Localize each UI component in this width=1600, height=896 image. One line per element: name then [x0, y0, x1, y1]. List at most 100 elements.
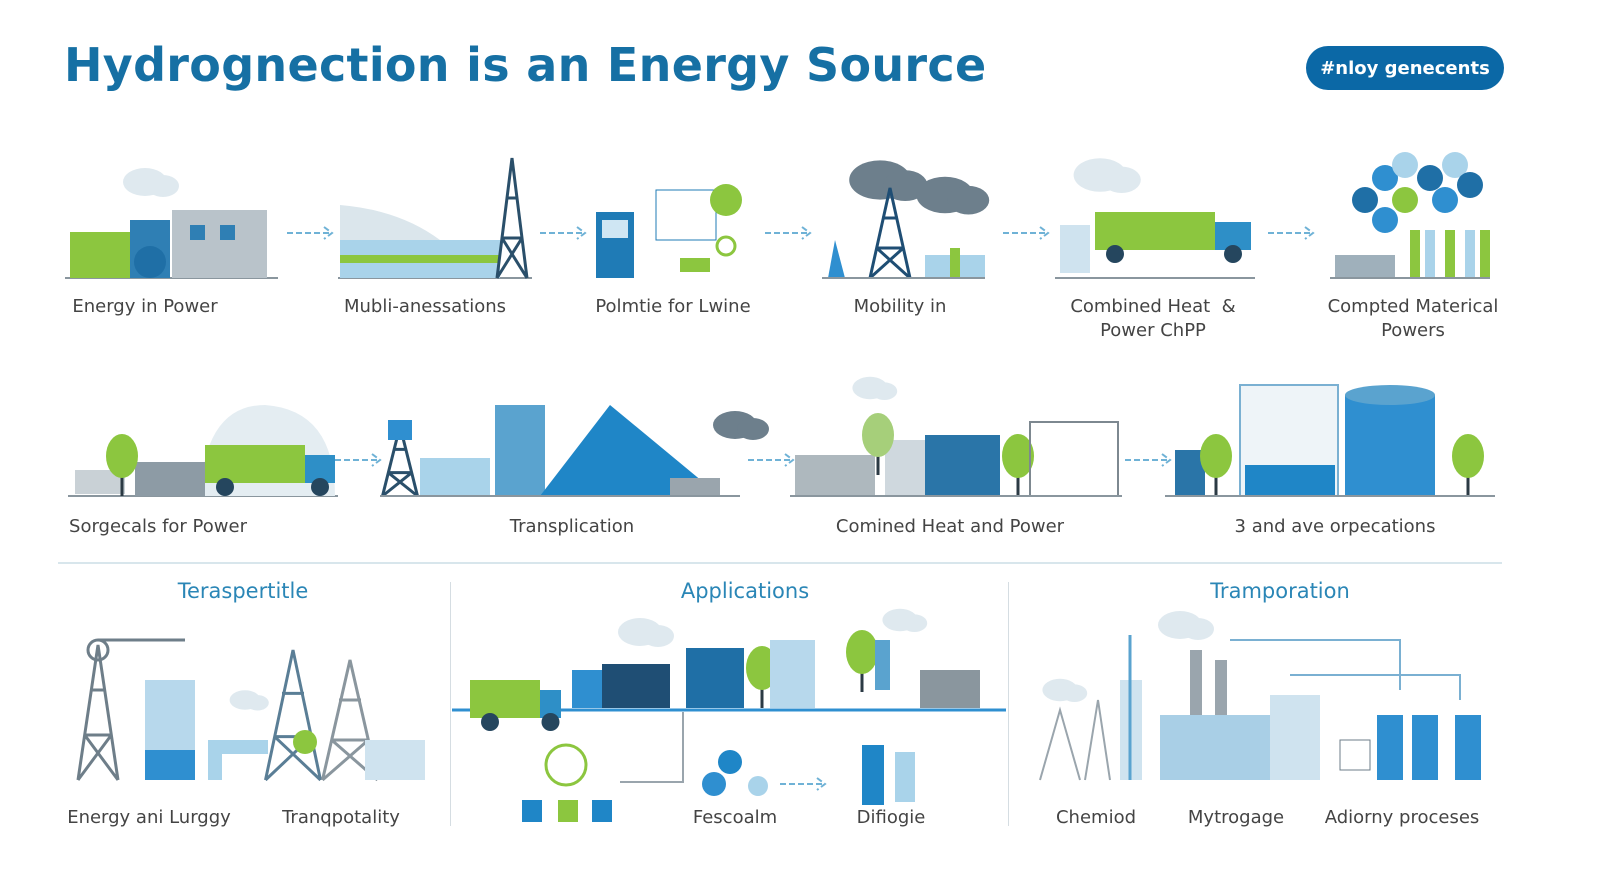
section2-item-2: Difiogie [856, 807, 926, 828]
arrow-icon [287, 226, 334, 240]
hexagon-icon [748, 776, 768, 796]
hexagon-icon [1417, 165, 1443, 191]
row2-label-1: Sorgecals for Power [69, 516, 247, 537]
arrow-icon [335, 453, 382, 467]
section-title-2: Applications [680, 579, 810, 603]
tank-icon [1412, 715, 1438, 780]
cloud-icon [1061, 684, 1088, 702]
hexagon-icon [1352, 187, 1378, 213]
machine-icon [365, 740, 425, 780]
cloud-icon [871, 382, 898, 401]
chimney [1425, 230, 1435, 278]
pipe-icon [208, 754, 222, 780]
valve-icon [293, 730, 317, 754]
flask-icon [828, 240, 845, 278]
building [172, 210, 267, 278]
building [885, 440, 925, 496]
plug-icon [715, 235, 737, 257]
divider [58, 562, 1502, 564]
tag-badge[interactable]: #nloy genecents [1306, 46, 1504, 90]
truck-icon [540, 690, 561, 718]
building [680, 258, 710, 272]
factory-icon [1160, 715, 1270, 780]
chimney [1445, 230, 1455, 278]
section3-item-3: Adiorny proceses [1324, 807, 1480, 828]
arrow-icon [780, 777, 827, 791]
section3-item-1: Chemiod [1055, 807, 1137, 828]
glass-building [1029, 421, 1119, 497]
tank-top [1345, 385, 1435, 405]
wheel [1106, 245, 1124, 263]
chimney [1465, 230, 1475, 278]
section1-item-1: Energy ani Lurggy [67, 807, 231, 828]
tree-icon [1002, 434, 1034, 478]
tower-icon [321, 659, 379, 782]
bottle-icon [895, 752, 915, 802]
building [135, 462, 205, 496]
row1-label-4: Mobility in [853, 296, 947, 317]
hexagon-icon [1372, 207, 1398, 233]
arrow-icon [765, 226, 812, 240]
connector-line [620, 712, 684, 783]
cloud-icon [882, 170, 928, 202]
tower-icon [868, 187, 912, 280]
building [770, 640, 815, 708]
building [1245, 465, 1335, 496]
row1-label-2: Mubli-anessations [343, 296, 507, 317]
screen-icon [655, 189, 717, 241]
mountain-icon [540, 405, 720, 496]
row1-label-5: Combined Heat & Power ChPP [1070, 296, 1236, 341]
tank-icon [1455, 715, 1481, 780]
pipe-icon [208, 740, 268, 754]
building [950, 248, 960, 278]
tank-icon [1345, 395, 1435, 496]
section-separator [1008, 582, 1009, 826]
cloud-icon [246, 695, 269, 711]
hexagon-icon [718, 750, 742, 774]
row2-label-2: Transplication [509, 516, 635, 537]
row1-label-1: Energy in Power [72, 296, 218, 317]
bottle-icon [522, 800, 542, 822]
building [70, 232, 130, 278]
hexagon-icon [702, 772, 726, 796]
tree-icon [846, 630, 878, 674]
building [602, 664, 670, 708]
tower-icon [495, 157, 529, 279]
cloud-icon [642, 625, 674, 647]
building [686, 648, 744, 708]
tank-icon [134, 246, 166, 278]
arrow-icon [748, 453, 795, 467]
car-icon [670, 478, 720, 496]
arrow-icon [1268, 226, 1315, 240]
page-title: Hydrognection is an Energy Source [64, 38, 987, 92]
wheel [541, 713, 560, 731]
building [495, 405, 545, 496]
building [420, 458, 490, 496]
arrow-icon [540, 226, 587, 240]
hexagon-icon [1392, 152, 1418, 178]
section-separator [450, 582, 451, 826]
tank-icon [1377, 715, 1403, 780]
wheel [1224, 245, 1242, 263]
wheel [481, 713, 499, 731]
truck-icon [470, 680, 540, 718]
chimney [1480, 230, 1490, 278]
pylon-icon [1039, 699, 1111, 781]
building [1060, 225, 1090, 273]
cloud-icon [1182, 618, 1214, 640]
tower-icon [76, 644, 120, 781]
tree-icon [106, 434, 138, 478]
building [925, 435, 1000, 496]
car-icon [795, 455, 875, 496]
truck-icon [205, 445, 305, 483]
bottle-icon [862, 745, 884, 805]
building [190, 225, 205, 240]
row1-label-3: Polmtie for Lwine [595, 296, 751, 317]
hexagon-icon [1442, 152, 1468, 178]
section-title-1: Teraspertitle [177, 579, 309, 603]
section1-item-2: Tranqpotality [282, 807, 400, 828]
wheel [311, 478, 329, 496]
pipe-icon [1230, 639, 1461, 700]
chimney [1215, 660, 1227, 715]
